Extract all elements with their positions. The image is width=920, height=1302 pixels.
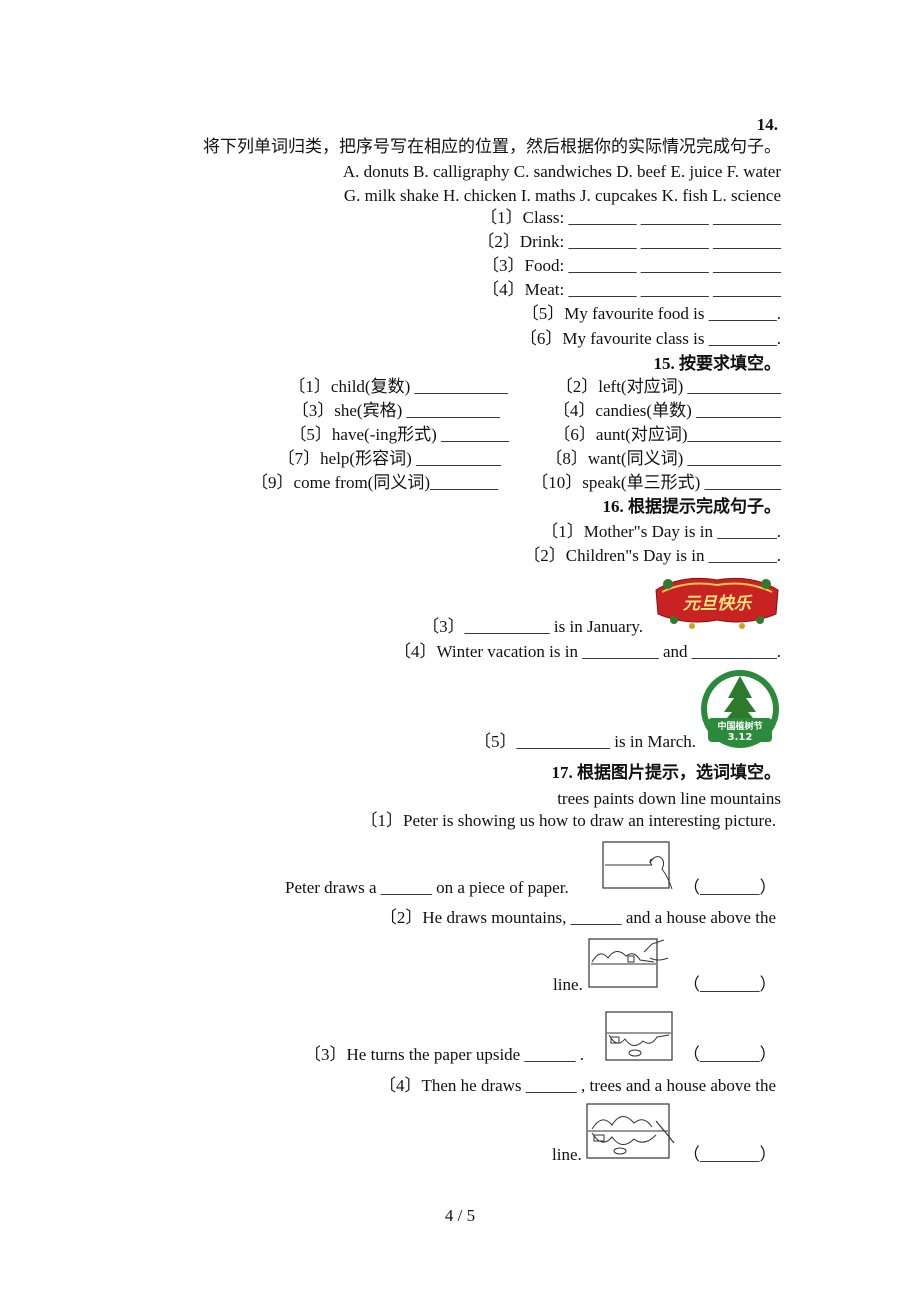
- page-number: 4 / 5: [444, 1206, 476, 1225]
- q17-item-2-line: line.: [553, 975, 583, 994]
- question-14-number: 14.: [756, 115, 778, 134]
- q15-item-8: 〔8〕want(同义词) ___________: [545, 449, 781, 468]
- q14-item-3: 〔3〕Food: ________ ________ ________: [482, 256, 781, 275]
- question-17-title: 17. 根据图片提示，选词填空。: [551, 763, 782, 782]
- new-year-badge-text: 元旦快乐: [683, 594, 753, 614]
- q15-item-6: 〔6〕aunt(对应词)___________: [553, 425, 781, 444]
- q15-item-2: 〔2〕left(对应词) ___________: [555, 377, 781, 396]
- answer-blank-2: （_______）: [683, 975, 777, 994]
- q16-item-4: 〔4〕Winter vacation is in _________ and _…: [394, 642, 781, 661]
- drawing-trees-picture: [586, 1103, 676, 1161]
- answer-blank-4: （_______）: [683, 1145, 777, 1164]
- new-year-badge-icon: 元旦快乐: [652, 576, 782, 632]
- q17-item-4-line: line.: [552, 1145, 582, 1164]
- drawing-mountains-picture: [588, 938, 674, 990]
- q15-item-5: 〔5〕have(-ing形式) ________: [289, 425, 509, 444]
- q15-item-9: 〔9〕come from(同义词)________: [251, 473, 498, 492]
- q16-item-5: 〔5〕___________ is in March.: [474, 732, 696, 751]
- q17-item-1: 〔1〕Peter is showing us how to draw an in…: [360, 811, 777, 830]
- q16-item-1: 〔1〕Mother"s Day is in _______.: [541, 522, 781, 541]
- question-16-title: 16. 根据提示完成句子。: [602, 497, 782, 516]
- q14-item-2: 〔2〕Drink: ________ ________ ________: [477, 232, 781, 251]
- q16-item-2: 〔2〕Children"s Day is in ________.: [523, 546, 781, 565]
- word-list-line-2: G. milk shake H. chicken I. maths J. cup…: [343, 186, 781, 205]
- drawing-line-picture: [602, 841, 674, 891]
- q17-item-2: 〔2〕He draws mountains, ______ and a hous…: [379, 908, 776, 927]
- q17-item-3: 〔3〕He turns the paper upside ______ .: [304, 1045, 584, 1064]
- q15-item-3: 〔3〕she(宾格) ___________: [291, 401, 500, 420]
- q15-item-4: 〔4〕candies(单数) __________: [552, 401, 781, 420]
- q14-item-4: 〔4〕Meat: ________ ________ ________: [482, 280, 781, 299]
- tree-day-badge-title: 中国植树节: [717, 720, 762, 732]
- q15-item-7: 〔7〕help(形容词) __________: [277, 449, 501, 468]
- q16-item-3: 〔3〕__________ is in January.: [422, 617, 643, 636]
- question-14-instruction: 将下列单词归类，把序号写在相应的位置，然后根据你的实际情况完成句子。: [203, 137, 781, 156]
- tree-day-badge-date: 3.12: [728, 732, 753, 743]
- word-bank: trees paints down line mountains: [557, 789, 781, 808]
- q14-item-1: 〔1〕Class: ________ ________ ________: [480, 208, 781, 227]
- upside-down-picture: [605, 1011, 673, 1063]
- question-15-title: 15. 按要求填空。: [653, 354, 782, 373]
- q14-item-6: 〔6〕My favourite class is ________.: [519, 329, 781, 348]
- q14-item-5: 〔5〕My favourite food is ________.: [521, 304, 781, 323]
- q17-item-4: 〔4〕Then he draws ______ , trees and a ho…: [378, 1076, 776, 1095]
- tree-planting-day-badge-icon: 中国植树节 3.12: [701, 670, 779, 748]
- q15-item-10: 〔10〕speak(单三形式) _________: [531, 473, 781, 492]
- q17-item-1-sentence: Peter draws a ______ on a piece of paper…: [285, 878, 569, 897]
- q15-item-1: 〔1〕child(复数) ___________: [288, 377, 508, 396]
- answer-blank-3: （_______）: [683, 1045, 777, 1064]
- word-list-line-1: A. donuts B. calligraphy C. sandwiches D…: [342, 162, 781, 181]
- answer-blank-1: （_______）: [683, 878, 777, 897]
